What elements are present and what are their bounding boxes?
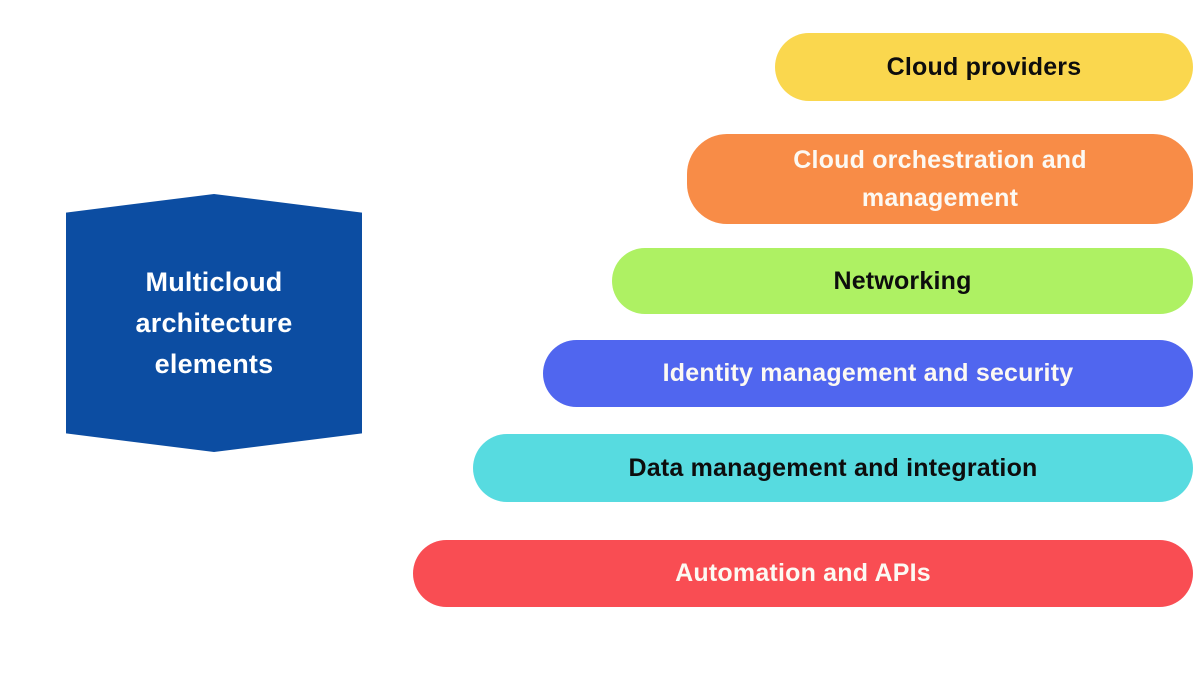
pill-automation-and-apis: Automation and APIs [413,540,1193,607]
pill-label-networking: Networking [833,266,972,295]
pill-label-identity-management-and-security: Identity management and security [662,359,1074,387]
pill-cloud-orchestration-and-management: Cloud orchestration and management [687,134,1193,224]
pill-label-cloud-providers: Cloud providers [886,52,1082,81]
pill-label-cloud-orchestration-and-management: Cloud orchestration and management [793,146,1087,212]
pill-label-data-management-and-integration: Data management and integration [628,453,1038,482]
pill-identity-management-and-security: Identity management and security [543,340,1193,407]
pill-networking: Networking [612,248,1193,314]
pill-data-management-and-integration: Data management and integration [473,434,1193,502]
title-line-1: Multicloud [145,266,283,297]
pill-cloud-providers: Cloud providers [775,33,1193,101]
page-title: Multicloud architecture elements [136,262,293,385]
pill-label-automation-and-apis: Automation and APIs [675,559,931,587]
title-line-3: elements [154,348,274,379]
title-line-2: architecture [135,307,293,338]
title-badge: Multicloud architecture elements [66,194,362,452]
